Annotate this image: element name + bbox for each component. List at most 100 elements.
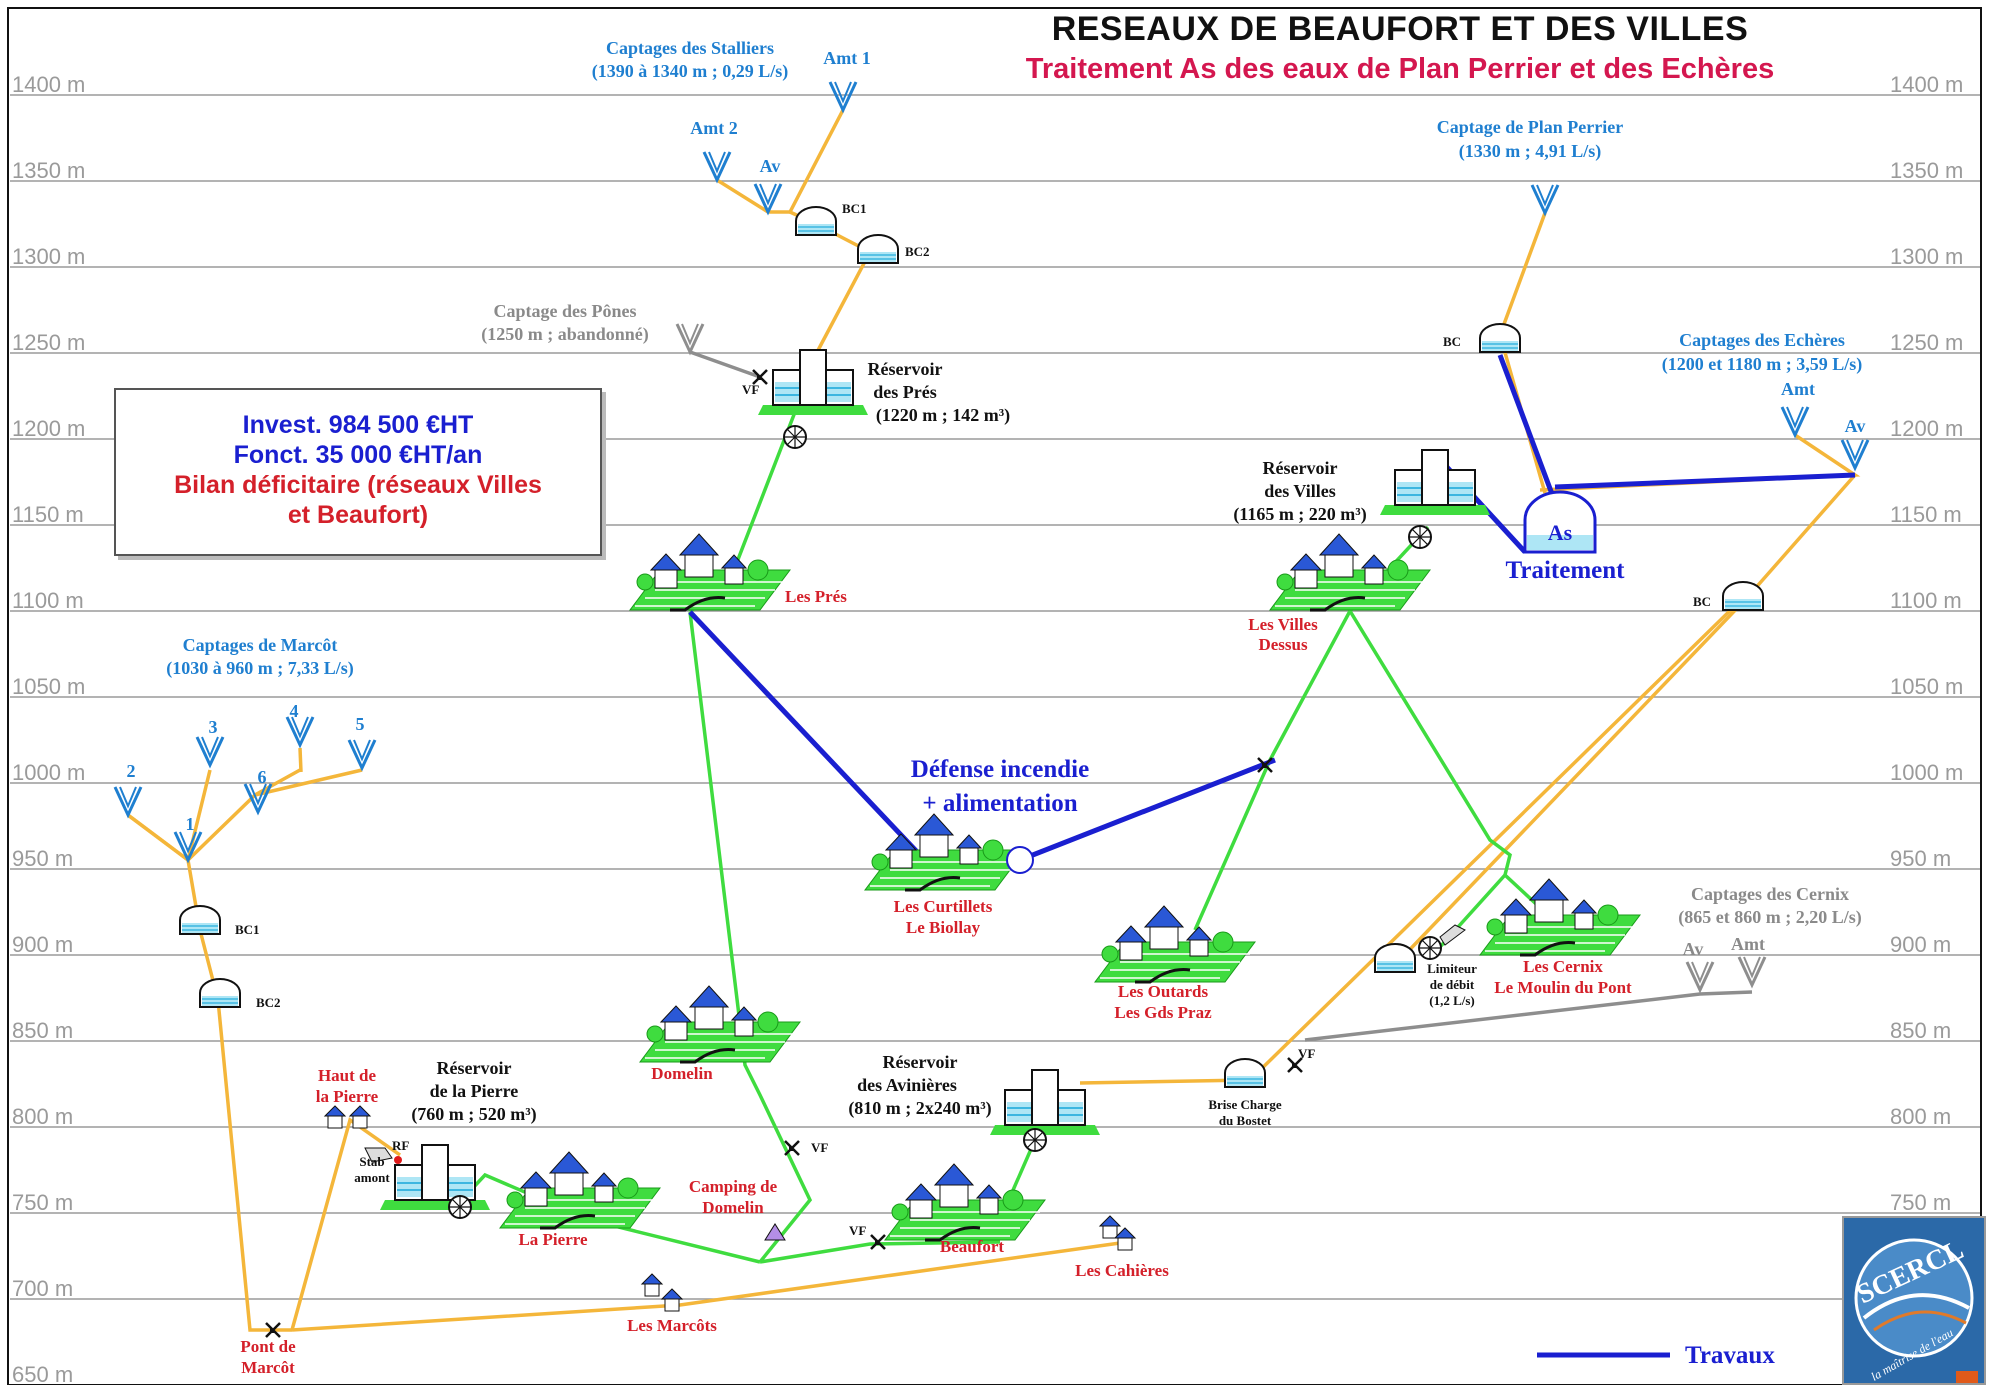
brise-charge-bostet-icon — [1224, 1058, 1266, 1088]
haut-pierre-l1: Haut de — [318, 1066, 377, 1085]
altitude-label-right: 1350 m — [1890, 158, 1963, 183]
stab-l2: amont — [354, 1170, 390, 1185]
marcot-n5: 5 — [356, 714, 365, 734]
catchment-marcot-2-icon — [113, 785, 143, 817]
village-cahieres-label: Les Cahières — [1075, 1261, 1169, 1280]
rf-label: RF — [392, 1138, 409, 1153]
catchment-perrier-icon — [1530, 183, 1560, 215]
bilan-line-2: et Beaufort) — [287, 501, 429, 529]
altitude-label-right: 1300 m — [1890, 244, 1963, 269]
cernix-detail: (865 et 860 m ; 2,20 L/s) — [1678, 907, 1861, 928]
bc-perrier-label: BC — [1443, 334, 1461, 349]
reservoir-pierre-l1: Réservoir — [437, 1058, 512, 1078]
bc-echeres-label: BC — [1693, 594, 1711, 609]
bc2-marcot-icon — [199, 978, 241, 1008]
bc1-marcot-icon — [179, 905, 221, 935]
altitude-label-left: 700 m — [12, 1276, 73, 1301]
scercl-logo: SCERCL la maîtrise de l'eau — [1842, 1216, 1986, 1385]
altitude-label-right: 1400 m — [1890, 72, 1963, 97]
defense-l2: + alimentation — [922, 790, 1077, 817]
camping-l1: Camping de — [689, 1177, 778, 1196]
bc1-stalliers-label: BC1 — [842, 201, 867, 216]
village-pierre-label: La Pierre — [518, 1230, 588, 1249]
bc2-stalliers-icon — [857, 234, 899, 264]
defense-l1: Défense incendie — [911, 756, 1089, 783]
legend: Travaux — [1535, 1337, 1785, 1378]
pipes-abandoned — [689, 350, 1753, 1042]
marcot-n2: 2 — [127, 761, 136, 781]
meter-villes-icon — [1408, 525, 1432, 549]
treatment-as-unit — [1523, 490, 1597, 554]
invest-line: Invest. 984 500 €HT — [242, 411, 474, 439]
meter-pres-icon — [783, 425, 807, 449]
limiteur-l1: Limiteur — [1427, 961, 1477, 976]
vf-bostet-label: VF — [1298, 1046, 1315, 1061]
legend-graphic: Travaux — [1537, 1342, 1775, 1369]
altitude-label-right: 950 m — [1890, 846, 1951, 871]
perrier-name: Captage de Plan Perrier — [1437, 117, 1623, 137]
altitude-label-right: 750 m — [1890, 1190, 1951, 1215]
catchment-amt2-icon — [702, 150, 732, 182]
title-block: RESEAUX DE BEAUFORT ET DES VILLES Traite… — [990, 10, 1810, 86]
brise-l2: du Bostet — [1219, 1113, 1272, 1128]
altitude-label-left: 1400 m — [12, 72, 85, 97]
stab-icon — [364, 1147, 393, 1163]
page-title: RESEAUX DE BEAUFORT ET DES VILLES — [1051, 10, 1749, 48]
altitude-label-left: 850 m — [12, 1018, 73, 1043]
altitude-label-left: 1300 m — [12, 244, 85, 269]
stalliers-amt2: Amt 2 — [690, 118, 738, 138]
reservoir-villes-icon — [1379, 449, 1491, 516]
house-cahieres-2-icon — [1114, 1227, 1136, 1251]
catchment-cernix-av-icon — [1685, 960, 1715, 992]
catchment-amt1-icon — [828, 80, 858, 112]
catchment-cernix-amt-icon — [1737, 955, 1767, 987]
bc1-stalliers-icon — [795, 206, 837, 236]
bc-perrier-icon — [1479, 323, 1521, 353]
village-pres-label: Les Prés — [785, 587, 847, 606]
reservoir-avinieres-l2: des Avinières — [857, 1075, 957, 1095]
as-label: As — [1548, 520, 1573, 545]
limiteur-cone-icon — [1439, 924, 1466, 946]
altitude-label-left: 900 m — [12, 932, 73, 957]
reservoir-pres-l2: des Prés — [873, 382, 936, 402]
village-domelin-icon — [638, 984, 802, 1064]
bc-echeres-icon — [1722, 581, 1764, 611]
village-outards-l2: Les Gds Praz — [1114, 1003, 1212, 1022]
limiteur-debit-icon — [1418, 936, 1442, 960]
altitude-label-left: 1150 m — [12, 502, 84, 527]
altitude-label-right: 850 m — [1890, 1018, 1951, 1043]
altitude-label-right: 1050 m — [1890, 674, 1963, 699]
stalliers-name: Captages des Stalliers — [606, 38, 774, 58]
altitude-label-right: 1100 m — [1890, 588, 1962, 613]
perrier-detail: (1330 m ; 4,91 L/s) — [1459, 141, 1602, 162]
cernix-av: Av — [1683, 939, 1704, 959]
village-curtillets-l2: Le Biollay — [906, 918, 981, 937]
traitement-label: Traitement — [1506, 557, 1626, 584]
pont-l2: Marcôt — [241, 1358, 295, 1377]
altitude-label-right: 1250 m — [1890, 330, 1963, 355]
marcot-n4: 4 — [290, 701, 299, 721]
reservoir-avinieres-l3: (810 m ; 2x240 m³) — [848, 1098, 991, 1119]
village-outards-l1: Les Outards — [1118, 982, 1209, 1001]
altitude-label-left: 1100 m — [12, 588, 84, 613]
altitude-label-left: 800 m — [12, 1104, 73, 1129]
logo-graphic: SCERCL la maîtrise de l'eau — [1852, 1234, 1978, 1383]
reservoir-villes-l3: (1165 m ; 220 m³) — [1233, 504, 1366, 525]
bilan-line: Bilan déficitaire (réseaux Villes — [174, 471, 542, 499]
catchment-marcot-4-icon — [285, 715, 315, 747]
pont-l1: Pont de — [240, 1337, 296, 1356]
villages — [324, 532, 1642, 1312]
altitude-label-left: 650 m — [12, 1362, 73, 1385]
pipes-existing — [126, 109, 1861, 1332]
vf-beaufort-icon — [869, 1233, 887, 1251]
catchment-echeres-amt-icon — [1780, 405, 1810, 437]
reservoir-pres-icon — [757, 349, 869, 416]
altitude-label-right: 1000 m — [1890, 760, 1963, 785]
village-cernix-l1: Les Cernix — [1523, 957, 1603, 976]
village-marcots-label: Les Marcôts — [627, 1316, 717, 1335]
reservoir-villes-l2: des Villes — [1264, 481, 1336, 501]
house-marcots-1-icon — [641, 1273, 663, 1297]
house-cahieres-1-icon — [1099, 1215, 1121, 1239]
village-curtillets-l1: Les Curtillets — [894, 897, 993, 916]
